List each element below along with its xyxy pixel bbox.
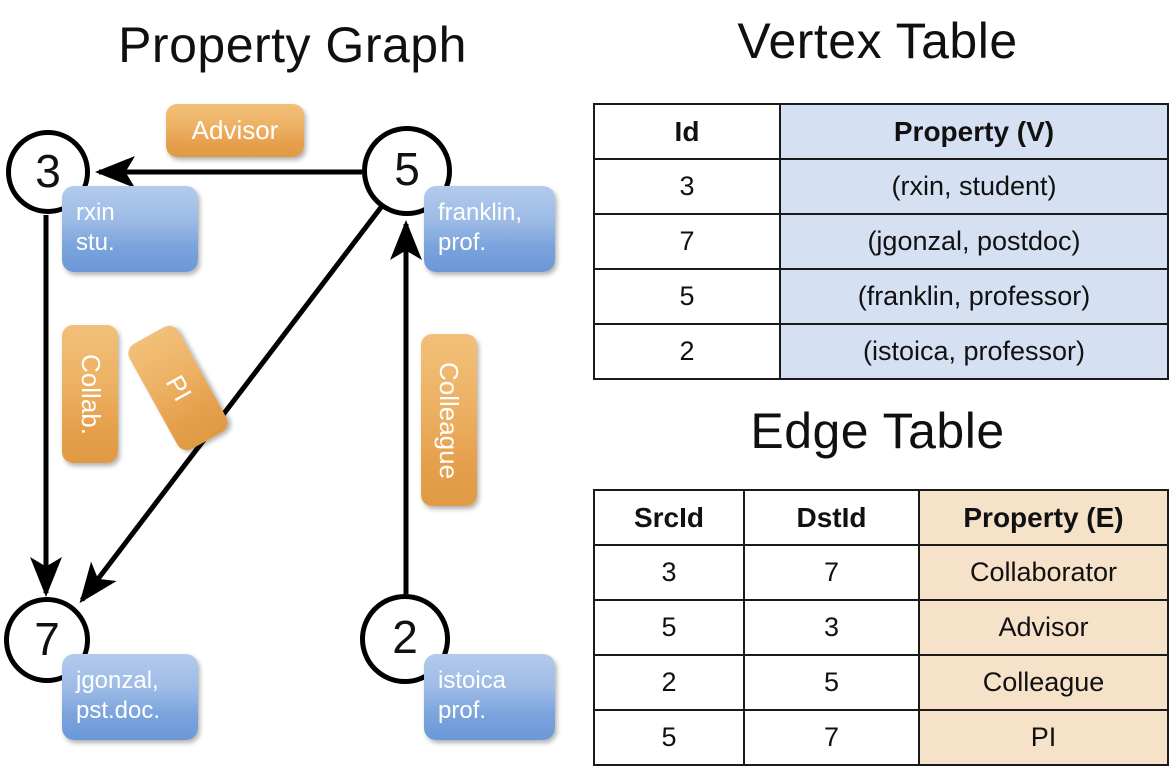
edge-table: SrcId DstId Property (E) 3 7 Collaborato… — [593, 489, 1169, 766]
edge-label-collab: Collab. — [62, 325, 118, 463]
table-row[interactable]: 7 (jgonzal, postdoc) — [593, 213, 1169, 270]
edge-label-colleague: Colleague — [421, 334, 477, 506]
graph-node-5[interactable] — [362, 126, 452, 216]
edge-table-header-srcid: SrcId — [593, 489, 745, 546]
table-row[interactable]: 3 7 Collaborator — [593, 544, 1169, 601]
page-title-property-graph: Property Graph — [118, 17, 467, 73]
edge-cell-property: PI — [918, 709, 1169, 766]
edge-cell-dst: 5 — [743, 654, 920, 711]
table-row[interactable]: 3 (rxin, student) — [593, 158, 1169, 215]
vertex-cell-property: (rxin, student) — [779, 158, 1169, 215]
vertex-cell-id: 3 — [593, 158, 781, 215]
graph-node-7-property: jgonzal, pst.doc. — [62, 654, 198, 740]
graph-node-3-property: rxin stu. — [62, 186, 198, 272]
edge-label-colleague-text: Colleague — [434, 361, 465, 479]
edge-cell-dst: 3 — [743, 599, 920, 656]
table-row[interactable]: 5 7 PI — [593, 709, 1169, 766]
vertex-cell-id: 2 — [593, 323, 781, 380]
table-row[interactable]: 5 (franklin, professor) — [593, 268, 1169, 325]
vertex-cell-id: 7 — [593, 213, 781, 270]
edge-cell-src: 2 — [593, 654, 745, 711]
edge-cell-property: Advisor — [918, 599, 1169, 656]
edge-table-header-dstid: DstId — [743, 489, 920, 546]
edge-cell-src: 5 — [593, 599, 745, 656]
page-title-vertex-table: Vertex Table — [737, 13, 1018, 69]
vertex-cell-id: 5 — [593, 268, 781, 325]
vertex-table: Id Property (V) 3 (rxin, student) 7 (jgo… — [593, 103, 1169, 380]
edge-cell-property: Colleague — [918, 654, 1169, 711]
graph-node-7-label: 7 — [34, 613, 60, 665]
edge-label-advisor: Advisor — [166, 104, 304, 157]
property-graph-diagram: 3 rxin stu. 5 franklin, prof. 7 jgonzal,… — [0, 0, 585, 760]
graph-node-2[interactable] — [360, 594, 450, 684]
edge-cell-property: Collaborator — [918, 544, 1169, 601]
vertex-cell-property: (franklin, professor) — [779, 268, 1169, 325]
vertex-cell-property: (istoica, professor) — [779, 323, 1169, 380]
edge-table-header-property: Property (E) — [918, 489, 1169, 546]
edge-cell-src: 5 — [593, 709, 745, 766]
vertex-table-header-property: Property (V) — [779, 103, 1169, 160]
edge-cell-dst: 7 — [743, 544, 920, 601]
graph-node-2-label: 2 — [392, 611, 418, 663]
table-row[interactable]: 2 5 Colleague — [593, 654, 1169, 711]
graph-node-2-property: istoica prof. — [424, 654, 555, 740]
edge-label-pi-text: PI — [159, 369, 198, 406]
vertex-table-header-row: Id Property (V) — [593, 103, 1169, 160]
edge-5-to-7 — [79, 204, 384, 604]
edge-label-collab-text: Collab. — [75, 353, 106, 435]
vertex-cell-property: (jgonzal, postdoc) — [779, 213, 1169, 270]
table-row[interactable]: 2 (istoica, professor) — [593, 323, 1169, 380]
edge-cell-dst: 7 — [743, 709, 920, 766]
vertex-table-header-id: Id — [593, 103, 781, 160]
graph-node-3-label: 3 — [35, 145, 61, 197]
edge-table-header-row: SrcId DstId Property (E) — [593, 489, 1169, 546]
graph-node-5-property: franklin, prof. — [424, 186, 555, 272]
edge-cell-src: 3 — [593, 544, 745, 601]
table-row[interactable]: 5 3 Advisor — [593, 599, 1169, 656]
graph-edge-arrows — [30, 156, 422, 604]
page-title-edge-table: Edge Table — [750, 403, 1005, 459]
graph-node-5-label: 5 — [394, 143, 420, 195]
